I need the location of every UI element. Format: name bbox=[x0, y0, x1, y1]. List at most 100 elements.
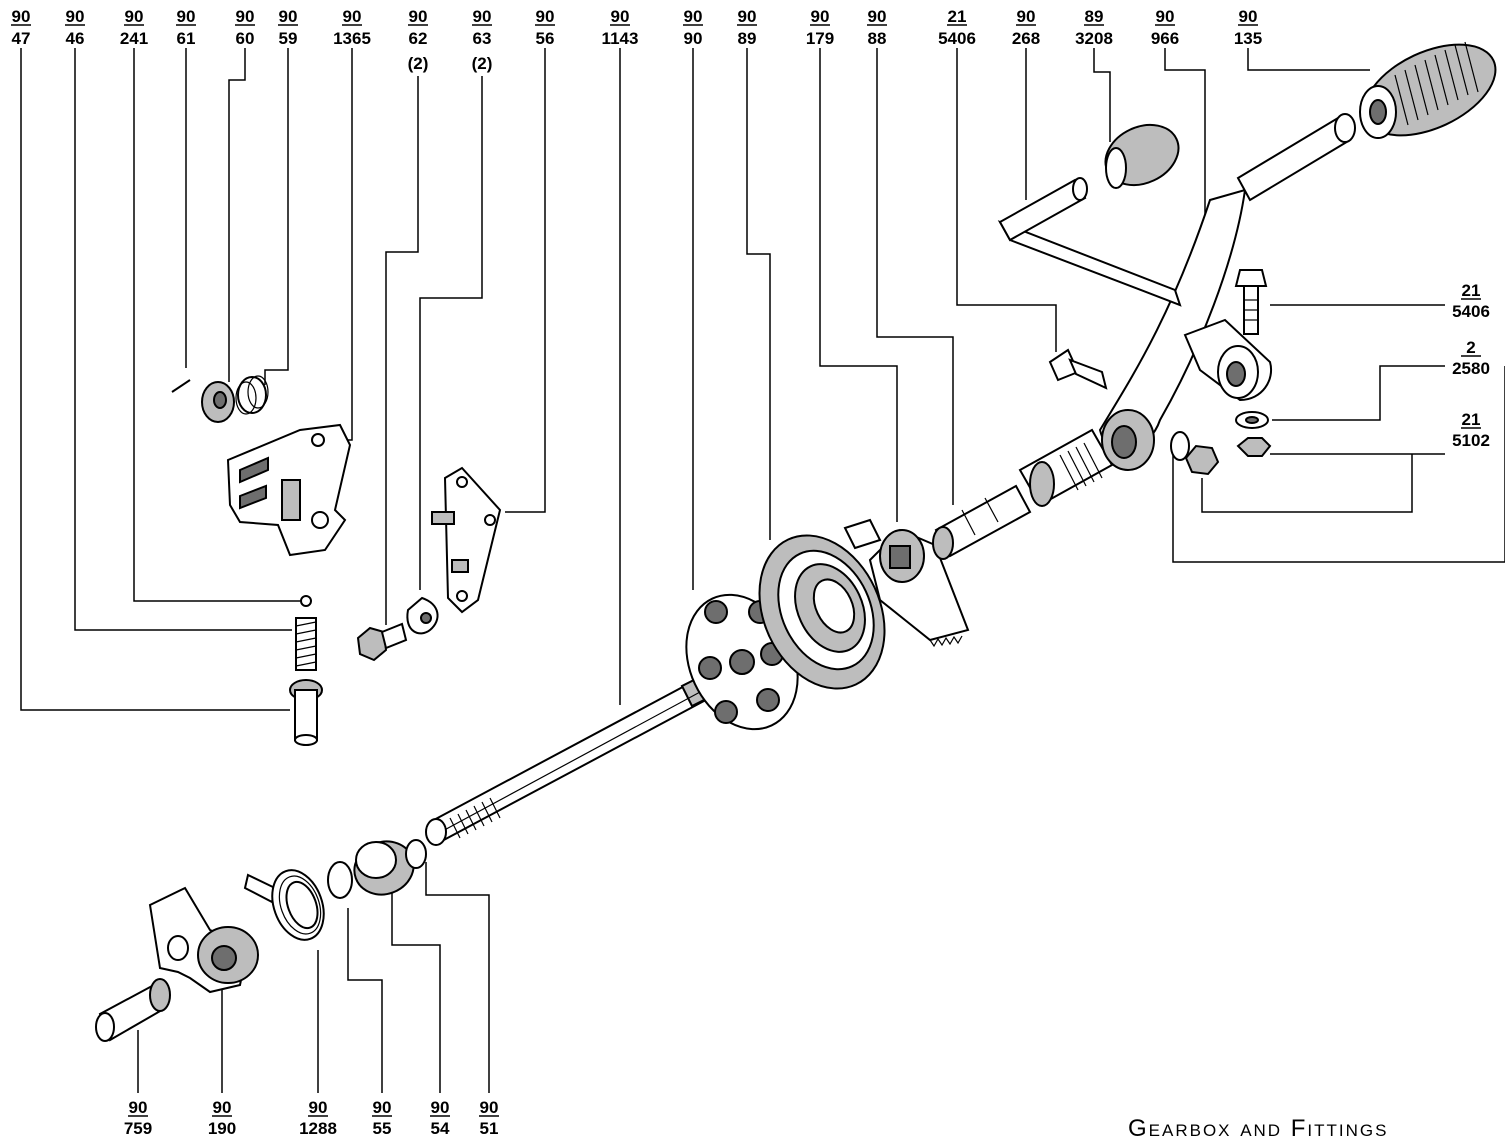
bolt-part bbox=[1234, 269, 1268, 335]
washer-hole bbox=[1245, 416, 1259, 424]
callout-21-5102: 21 5102 bbox=[1452, 410, 1490, 450]
callout-90-268: 90 268 bbox=[1012, 7, 1040, 48]
bolt-part bbox=[1048, 348, 1108, 390]
callout-89-3208: 89 3208 bbox=[1075, 7, 1113, 48]
svg-text:60: 60 bbox=[236, 29, 255, 48]
svg-text:90: 90 bbox=[66, 7, 85, 26]
svg-text:89: 89 bbox=[1085, 7, 1104, 26]
tab-washer-hole bbox=[420, 612, 432, 624]
selector-plate-part bbox=[226, 423, 352, 557]
callout-90-241: 90 241 bbox=[120, 7, 148, 48]
svg-text:5102: 5102 bbox=[1452, 431, 1490, 450]
callout-90-89: 90 89 bbox=[737, 7, 757, 48]
fork-part bbox=[148, 886, 259, 994]
callout-21-5406-right: 21 5406 bbox=[1452, 281, 1490, 321]
svg-text:90: 90 bbox=[1156, 7, 1175, 26]
svg-text:89: 89 bbox=[738, 29, 757, 48]
svg-text:90: 90 bbox=[125, 7, 144, 26]
nut-part bbox=[1236, 437, 1272, 457]
svg-text:(2): (2) bbox=[472, 54, 493, 73]
svg-text:2: 2 bbox=[1466, 338, 1475, 357]
diagram-caption: Gearbox and Fittings bbox=[1128, 1115, 1388, 1138]
callout-90-60: 90 60 bbox=[235, 7, 255, 48]
spring-part bbox=[235, 375, 269, 415]
svg-text:21: 21 bbox=[1462, 281, 1481, 300]
parts bbox=[95, 41, 1497, 1042]
svg-text:90: 90 bbox=[480, 1098, 499, 1117]
svg-text:90: 90 bbox=[1239, 7, 1258, 26]
plate-part bbox=[431, 466, 502, 614]
svg-text:90: 90 bbox=[309, 1098, 328, 1117]
callout-90-56: 90 56 bbox=[535, 7, 555, 48]
pin-part bbox=[171, 379, 191, 393]
svg-text:90: 90 bbox=[236, 7, 255, 26]
svg-text:190: 190 bbox=[208, 1119, 236, 1138]
splined-spindle-part bbox=[1018, 428, 1114, 507]
svg-text:135: 135 bbox=[1234, 29, 1262, 48]
svg-text:21: 21 bbox=[948, 7, 967, 26]
svg-text:2580: 2580 bbox=[1452, 359, 1490, 378]
svg-text:90: 90 bbox=[811, 7, 830, 26]
callout-90-190: 90 190 bbox=[208, 1098, 236, 1138]
svg-text:90: 90 bbox=[12, 7, 31, 26]
coil-spring-part bbox=[243, 869, 325, 941]
callout-90-966: 90 966 bbox=[1151, 7, 1179, 48]
svg-text:5406: 5406 bbox=[1452, 302, 1490, 321]
collar-part bbox=[353, 840, 415, 896]
svg-text:5406: 5406 bbox=[938, 29, 976, 48]
svg-text:241: 241 bbox=[120, 29, 148, 48]
callout-90-59: 90 59 bbox=[278, 7, 298, 48]
svg-text:90: 90 bbox=[409, 7, 428, 26]
callout-2-2580: 2 2580 bbox=[1452, 338, 1490, 378]
callout-90-759: 90 759 bbox=[124, 1098, 152, 1138]
spiral-spring-part bbox=[758, 534, 886, 690]
circlip-inner bbox=[409, 843, 423, 865]
svg-text:63: 63 bbox=[473, 29, 492, 48]
ball-part bbox=[300, 595, 312, 607]
leader-lines bbox=[20, 48, 1505, 1093]
callout-90-1365: 90 1365 bbox=[333, 7, 371, 48]
grip-part bbox=[1359, 41, 1497, 139]
svg-text:268: 268 bbox=[1012, 29, 1040, 48]
svg-text:(2): (2) bbox=[408, 54, 429, 73]
svg-text:1365: 1365 bbox=[333, 29, 371, 48]
circlip-inner bbox=[331, 865, 349, 895]
svg-text:90: 90 bbox=[473, 7, 492, 26]
svg-text:90: 90 bbox=[373, 1098, 392, 1117]
svg-text:90: 90 bbox=[536, 7, 555, 26]
shaft-part bbox=[425, 664, 734, 846]
plunger-spring-part bbox=[295, 617, 317, 671]
plunger-part bbox=[289, 679, 323, 746]
svg-text:90: 90 bbox=[343, 7, 362, 26]
svg-text:90: 90 bbox=[431, 1098, 450, 1117]
svg-text:61: 61 bbox=[177, 29, 196, 48]
callout-90-135: 90 135 bbox=[1234, 7, 1262, 48]
callout-90-55: 90 55 bbox=[372, 1098, 392, 1138]
callout-90-88: 90 88 bbox=[867, 7, 887, 48]
svg-text:21: 21 bbox=[1462, 410, 1481, 429]
svg-text:62: 62 bbox=[409, 29, 428, 48]
svg-text:56: 56 bbox=[536, 29, 555, 48]
rubber-part bbox=[1104, 123, 1180, 189]
svg-text:1288: 1288 bbox=[299, 1119, 337, 1138]
svg-text:54: 54 bbox=[431, 1119, 450, 1138]
svg-text:90: 90 bbox=[129, 1098, 148, 1117]
callout-90-47: 90 47 bbox=[11, 7, 31, 48]
svg-text:47: 47 bbox=[12, 29, 31, 48]
bolt-part bbox=[356, 622, 408, 662]
pin-part bbox=[95, 978, 171, 1042]
callout-21-5406: 21 5406 bbox=[938, 7, 976, 48]
washer-part bbox=[1170, 431, 1190, 461]
callout-90-1288: 90 1288 bbox=[299, 1098, 337, 1138]
svg-text:90: 90 bbox=[213, 1098, 232, 1117]
nut-part bbox=[1184, 444, 1220, 476]
svg-text:59: 59 bbox=[279, 29, 298, 48]
svg-text:90: 90 bbox=[611, 7, 630, 26]
gear-sector-part bbox=[843, 518, 970, 648]
sleeve-part bbox=[932, 484, 1032, 560]
svg-text:90: 90 bbox=[177, 7, 196, 26]
callout-90-51: 90 51 bbox=[479, 1098, 499, 1138]
svg-text:90: 90 bbox=[279, 7, 298, 26]
callout-90-179: 90 179 bbox=[806, 7, 834, 48]
